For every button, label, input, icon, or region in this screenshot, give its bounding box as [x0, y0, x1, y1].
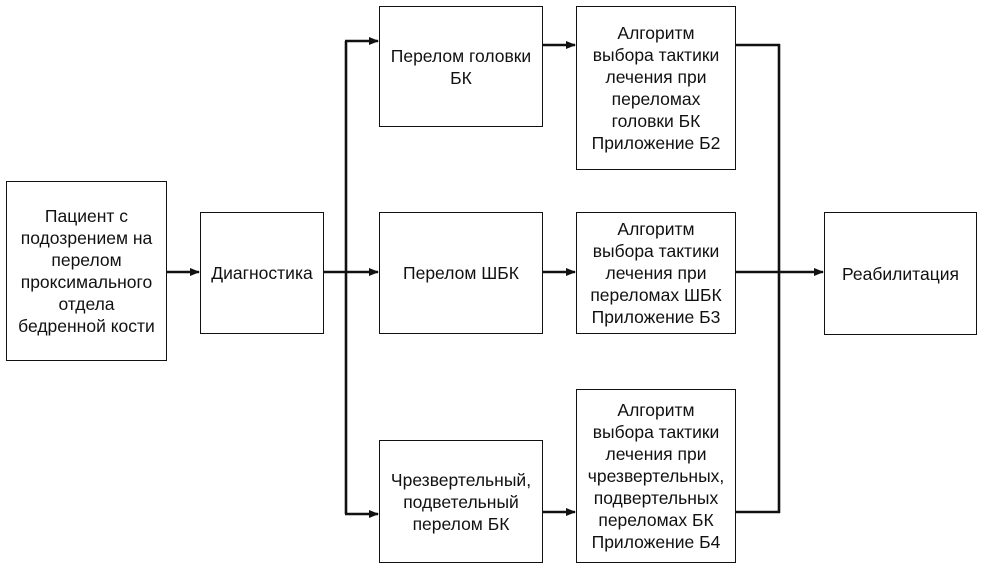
trochanteric-fracture-box: Чрезвертельный, подветельный перелом БК [379, 440, 543, 563]
algorithm-head-box: Алгоритм выбора тактики лечения при пере… [576, 6, 736, 170]
algorithm-trochanteric-box: Алгоритм выбора тактики лечения при чрез… [576, 389, 736, 563]
rehabilitation-box: Реабилитация [824, 212, 977, 335]
algorithm-neck-box: Алгоритм выбора тактики лечения при пере… [576, 212, 736, 334]
head-fracture-box: Перелом головки БК [379, 6, 543, 127]
patient-box: Пациент с подозрением на перелом проксим… [6, 181, 167, 361]
diagnostics-box: Диагностика [200, 212, 324, 334]
neck-fracture-box: Перелом ШБК [379, 212, 543, 334]
